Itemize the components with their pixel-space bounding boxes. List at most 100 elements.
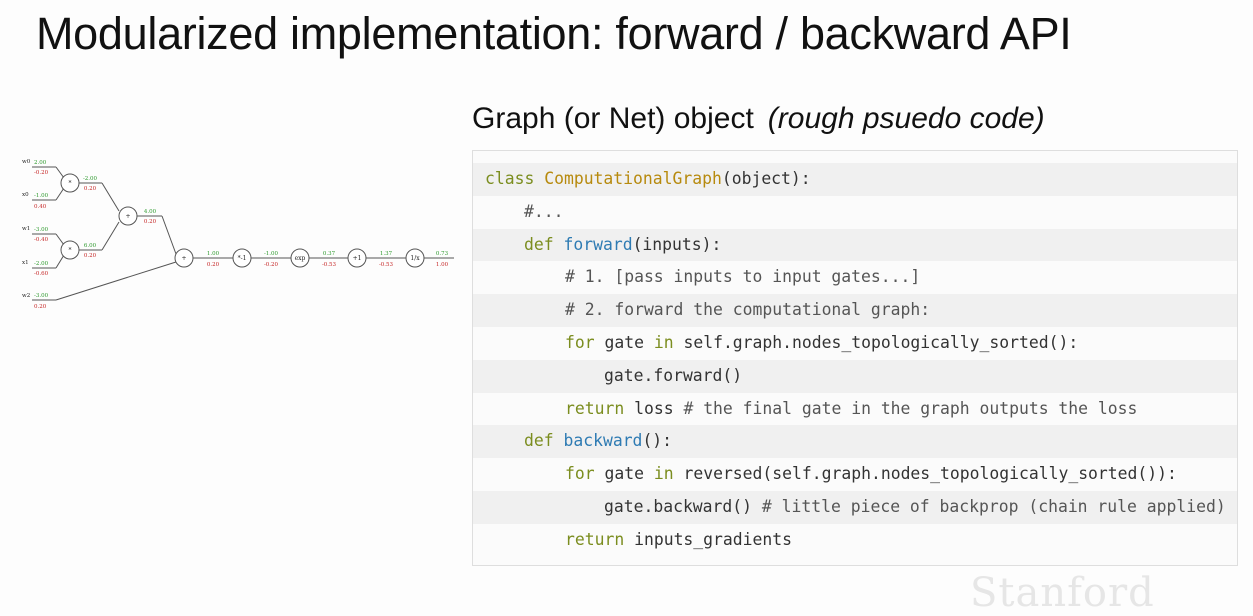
code-function-name: forward xyxy=(563,234,633,254)
code-text: (object): xyxy=(721,169,811,188)
code-keyword: for xyxy=(565,464,595,484)
edge-0-value: -2.00 xyxy=(83,176,98,182)
edge-2-grad: 0.20 xyxy=(144,219,157,225)
edge-w1-to-mul2 xyxy=(55,233,65,246)
computational-graph-diagram: * * + + *-1 exp +1 1/x w0 x0 w1 x1 w2 2.… xyxy=(22,159,454,310)
edge-2-value: 4.00 xyxy=(144,209,157,215)
code-text: loss xyxy=(634,398,674,418)
edge-4-value: -1.00 xyxy=(264,251,279,257)
code-keyword: return xyxy=(565,398,625,418)
code-text: (): xyxy=(642,431,673,451)
input-w1-grad: -0.40 xyxy=(34,237,49,243)
input-w2-value: -3.00 xyxy=(34,293,49,299)
code-keyword: def xyxy=(524,431,554,451)
edge-add1-to-add2 xyxy=(161,215,177,255)
code-comment: # the final gate in the graph outputs th… xyxy=(683,398,1138,418)
code-keyword: in xyxy=(653,464,674,484)
input-x1-name: x1 xyxy=(22,260,29,266)
code-keyword: def xyxy=(524,234,554,254)
slide-title: Modularized implementation: forward / ba… xyxy=(36,8,1072,59)
edge-w2-to-add2 xyxy=(55,261,177,301)
edge-x1-to-mul2 xyxy=(55,254,65,269)
input-w2-grad: 0.20 xyxy=(34,304,47,310)
code-line-7: gate.forward() xyxy=(473,359,1237,393)
subtitle-note: (rough psuedo code) xyxy=(767,102,1045,135)
code-line-5: # 2. forward the computational graph: xyxy=(473,294,1237,327)
input-w1-value: -3.00 xyxy=(34,227,49,233)
node-inv-label: 1/x xyxy=(410,255,420,262)
input-x0-value: -1.00 xyxy=(34,193,49,199)
node-add1 xyxy=(118,206,138,226)
code-keyword: for xyxy=(565,332,595,352)
code-line-1: class ComputationalGraph(object): xyxy=(473,163,1237,196)
slide-subtitle: Graph (or Net) object (rough psuedo code) xyxy=(472,102,1045,136)
node-exp xyxy=(290,248,310,268)
node-mul2-label: * xyxy=(69,247,72,254)
code-text: gate.forward() xyxy=(604,365,743,385)
code-line-8: return loss # the final gate in the grap… xyxy=(473,392,1237,426)
code-text: gate xyxy=(604,332,644,352)
input-x1-value: -2.00 xyxy=(34,261,49,267)
code-line-6: for gate in self.graph.nodes_topological… xyxy=(473,326,1237,360)
input-w2-name: w2 xyxy=(22,293,30,299)
edge-3-value: 1.00 xyxy=(207,251,220,257)
edge-0-grad: 0.20 xyxy=(84,186,97,192)
edge-4-grad: -0.20 xyxy=(264,262,279,268)
input-x0-name: x0 xyxy=(22,192,29,198)
node-add2-label: + xyxy=(181,255,186,262)
code-class-name: ComputationalGraph xyxy=(544,169,722,188)
edge-7-grad: 1.00 xyxy=(436,262,449,268)
code-comment: #... xyxy=(524,201,564,221)
node-mul2 xyxy=(60,240,80,260)
edge-6-grad: -0.53 xyxy=(379,262,394,268)
edge-7-value: 0.73 xyxy=(436,251,449,257)
code-line-9: def backward(): xyxy=(473,425,1237,459)
edge-3-grad: 0.20 xyxy=(207,262,220,268)
code-comment: # little piece of backprop (chain rule a… xyxy=(761,496,1226,516)
input-w1-name: w1 xyxy=(22,226,30,232)
edge-mul2-to-add1 xyxy=(101,221,120,251)
code-keyword: in xyxy=(653,332,674,352)
edge-1-value: 6.00 xyxy=(84,243,97,249)
code-keyword: return xyxy=(565,529,625,549)
code-function-name: backward xyxy=(563,431,643,451)
edge-6-value: 1.37 xyxy=(380,251,393,257)
code-text: gate xyxy=(604,464,644,484)
code-text: self.graph.nodes_topologically_sorted(): xyxy=(683,332,1079,352)
code-comment: # 2. forward the computational graph: xyxy=(565,300,931,320)
node-mul1-label: * xyxy=(69,180,72,187)
input-x1-grad: -0.60 xyxy=(34,271,49,277)
edge-x0-to-mul1 xyxy=(55,187,65,201)
code-text: (inputs): xyxy=(632,234,722,254)
code-comment: # 1. [pass inputs to input gates...] xyxy=(565,267,921,287)
node-add1-label: + xyxy=(125,213,130,220)
code-block: class ComputationalGraph(object): #... d… xyxy=(472,150,1238,566)
edge-5-grad: -0.53 xyxy=(322,262,337,268)
edge-1-grad: 0.20 xyxy=(84,253,97,259)
edge-mul1-to-add1 xyxy=(101,182,120,212)
code-line-2: #... xyxy=(473,195,1237,229)
node-exp-label: exp xyxy=(295,255,306,262)
subtitle-text: Graph (or Net) object xyxy=(472,102,754,135)
input-w0-name: w0 xyxy=(22,159,31,165)
input-x0-grad: 0.40 xyxy=(34,204,47,210)
node-inv xyxy=(405,248,425,268)
node-plus1-label: +1 xyxy=(353,255,362,262)
code-keyword: class xyxy=(485,169,535,188)
node-plus1 xyxy=(347,248,367,268)
node-add2 xyxy=(174,248,194,268)
code-text: inputs_gradients xyxy=(634,529,792,549)
code-line-10: for gate in reversed(self.graph.nodes_to… xyxy=(473,458,1237,491)
input-w0-grad: -0.20 xyxy=(34,170,49,176)
node-neg xyxy=(232,248,252,268)
code-line-11: gate.backward() # little piece of backpr… xyxy=(473,490,1237,524)
edge-5-value: 0.37 xyxy=(323,251,336,257)
code-line-4: # 1. [pass inputs to input gates...] xyxy=(473,261,1237,295)
code-text: reversed(self.graph.nodes_topologically_… xyxy=(683,464,1177,484)
code-text: gate.backward() xyxy=(604,496,753,516)
code-line-12: return inputs_gradients xyxy=(473,523,1237,557)
code-line-3: def forward(inputs): xyxy=(473,228,1237,262)
node-mul1 xyxy=(60,173,80,193)
input-w0-value: 2.00 xyxy=(34,160,47,166)
edge-w0-to-mul1 xyxy=(55,166,65,179)
